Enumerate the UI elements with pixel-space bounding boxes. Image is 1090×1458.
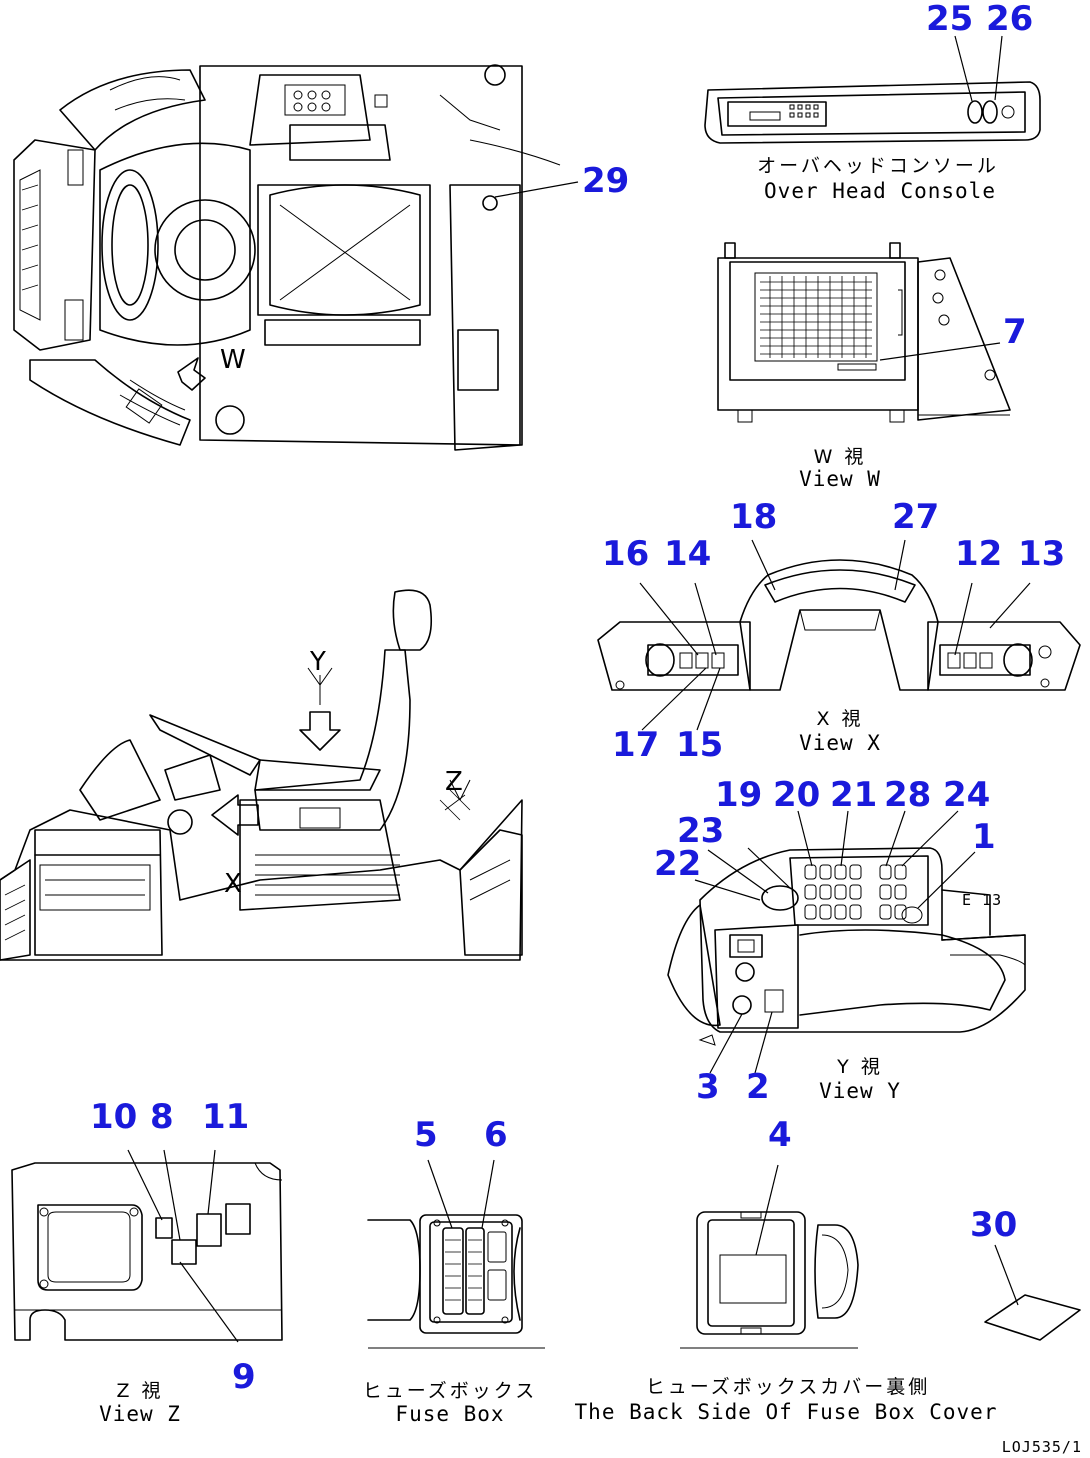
caption-view-x: View X xyxy=(799,731,881,755)
callout-10: 10 xyxy=(90,1097,137,1137)
callout-24: 24 xyxy=(943,775,990,815)
caption-overhead-console: Over Head Console xyxy=(764,179,996,203)
view-letter-x: X xyxy=(224,869,242,899)
fuse-box-drawing xyxy=(367,1159,545,1349)
callout-17: 17 xyxy=(612,725,659,765)
callout-14: 14 xyxy=(664,534,711,574)
overhead-console-drawing xyxy=(704,35,1041,144)
view-x-drawing xyxy=(597,539,1081,731)
caption-view-y-jp: Y 視 xyxy=(836,1056,883,1078)
callout-16: 16 xyxy=(602,534,649,574)
caption-fuse-box: Fuse Box xyxy=(395,1402,504,1426)
view-w-drawing xyxy=(717,242,1011,423)
callout-15: 15 xyxy=(676,725,723,765)
view-letter-z: Z xyxy=(445,767,463,797)
callout-25: 25 xyxy=(926,0,973,39)
caption-view-z-jp: Z 視 xyxy=(116,1380,163,1402)
callout-28: 28 xyxy=(884,775,931,815)
fuse-box-cover-drawing xyxy=(680,1164,859,1349)
view-y-drawing: E 13 xyxy=(667,810,1026,1074)
callout-8: 8 xyxy=(150,1097,174,1137)
callout-11: 11 xyxy=(202,1097,249,1137)
callout-3: 3 xyxy=(696,1067,720,1107)
callout-6: 6 xyxy=(484,1115,508,1155)
caption-view-z: View Z xyxy=(99,1402,181,1426)
view-letter-y: Y xyxy=(309,647,326,677)
callout-20: 20 xyxy=(773,775,820,815)
callout-2: 2 xyxy=(746,1067,770,1107)
callout-numbers: 25 26 29 7 18 27 16 14 12 13 17 15 19 20… xyxy=(90,0,1065,1397)
callout-30: 30 xyxy=(970,1205,1017,1245)
view-letter-w: W xyxy=(220,345,246,375)
callout-1: 1 xyxy=(972,817,996,857)
drawing-code: LOJ535/1 xyxy=(1002,1438,1082,1456)
callout-9: 9 xyxy=(232,1357,256,1397)
callout-27: 27 xyxy=(892,497,939,537)
callout-12: 12 xyxy=(955,534,1002,574)
callout-18: 18 xyxy=(730,497,777,537)
caption-view-y: View Y xyxy=(819,1079,901,1103)
caption-view-x-jp: X 視 xyxy=(816,708,863,730)
caption-overhead-console-jp: オーバヘッドコンソール xyxy=(757,155,999,177)
caption-fuse-box-jp: ヒューズボックス xyxy=(363,1380,537,1402)
callout-22: 22 xyxy=(654,844,701,884)
cab-top-view: W xyxy=(13,64,579,451)
cab-side-view: X xyxy=(0,589,523,961)
callout-7: 7 xyxy=(1003,312,1027,352)
callout-21: 21 xyxy=(830,775,877,815)
callout-29: 29 xyxy=(582,161,629,201)
label-sheet-30 xyxy=(984,1244,1081,1341)
callout-4: 4 xyxy=(768,1115,792,1155)
callout-26: 26 xyxy=(986,0,1033,39)
view-z-drawing xyxy=(11,1149,283,1343)
caption-view-w: View W xyxy=(799,467,881,491)
callout-5: 5 xyxy=(414,1115,438,1155)
caption-fuse-box-cover-jp: ヒューズボックスカバー裏側 xyxy=(646,1376,930,1398)
plate-label: E 13 xyxy=(962,891,1002,909)
callout-23: 23 xyxy=(677,811,724,851)
callout-13: 13 xyxy=(1018,534,1065,574)
callout-19: 19 xyxy=(715,775,762,815)
caption-fuse-box-cover: The Back Side Of Fuse Box Cover xyxy=(575,1400,998,1424)
caption-view-w-jp: W 視 xyxy=(814,446,867,468)
captions: オーバヘッドコンソール Over Head Console W 視 View W… xyxy=(99,155,1082,1456)
